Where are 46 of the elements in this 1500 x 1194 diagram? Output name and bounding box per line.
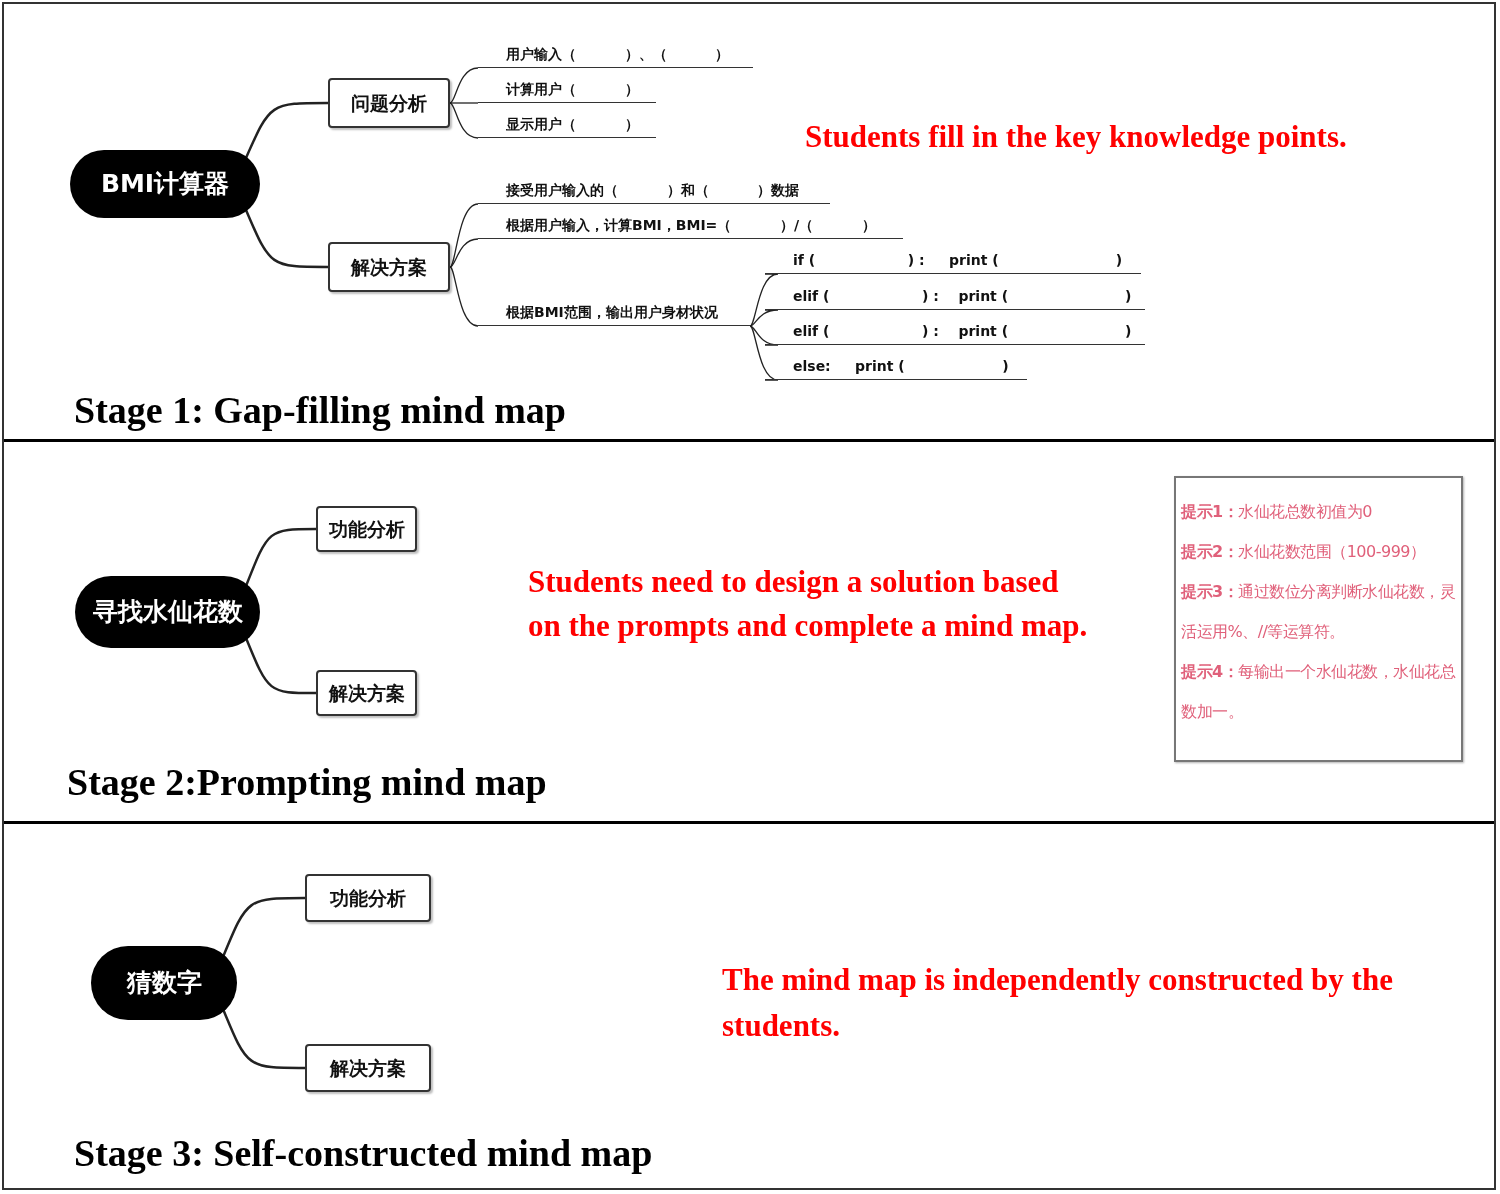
branch-line: [244, 637, 316, 695]
fill-in-prompt: elif ( ) : print ( ): [765, 317, 1145, 345]
branch-line: [449, 102, 479, 104]
branch-line: [749, 273, 779, 327]
central-topic: 猜数字: [91, 946, 237, 1020]
topic-box: 解决方案: [316, 670, 417, 716]
note-text: Students need to design a solution based on the prompts and complete a mind map.: [528, 563, 1088, 645]
stage-title: Stage 1: Gap-filling mind map: [74, 388, 567, 433]
hint-text: 提示1：水仙花总数初值为0: [1181, 501, 1373, 523]
note-text: Students fill in the key knowledge points.: [805, 118, 1348, 156]
branch-line: [244, 527, 316, 587]
branch-line: [749, 325, 779, 381]
branch-line: [221, 896, 305, 958]
hint-text: 提示3：通过数位分离判断水仙花数，灵活运用%、//等运算符。: [1181, 581, 1456, 643]
fill-in-prompt: elif ( ) : print ( ): [765, 282, 1145, 310]
fill-in-prompt: if ( ) : print ( ): [765, 246, 1141, 274]
topic-box: 功能分析: [316, 506, 417, 552]
branch-line: [449, 203, 479, 268]
hint-text: 提示4：每输出一个水仙花数，水仙花总数加一。: [1181, 661, 1456, 723]
stage-title: Stage 3: Self-constructed mind map: [74, 1131, 654, 1176]
branch-line: [244, 209, 328, 269]
central-topic: 寻找水仙花数: [75, 576, 260, 648]
topic-box: 问题分析: [328, 78, 450, 128]
fill-in-prompt: 根据用户输入，计算BMI，BMI=（ ）/（ ）: [478, 211, 903, 239]
topic-box: 解决方案: [328, 242, 450, 292]
branch-line: [449, 238, 479, 268]
topic-box: 解决方案: [305, 1044, 431, 1092]
branch-line: [749, 325, 779, 346]
hint-box: [1174, 476, 1463, 762]
branch-line: [749, 309, 779, 327]
branch-line: [244, 101, 328, 159]
fill-in-prompt: 显示用户（ ）: [478, 110, 656, 138]
branch-line: [449, 67, 479, 104]
branch-line: [449, 102, 479, 139]
topic-box: 功能分析: [305, 874, 431, 922]
note-text: The mind map is independently constructed by the students.: [722, 961, 1394, 1045]
fill-in-prompt: 接受用户输入的（ ）和（ ）数据: [478, 176, 830, 204]
central-topic: BMI计算器: [70, 150, 260, 218]
fill-in-prompt: 用户输入（ ）、（ ）: [478, 40, 753, 68]
fill-in-prompt: 计算用户（ ）: [478, 75, 656, 103]
fill-in-prompt: else: print ( ): [765, 352, 1027, 380]
hint-text: 提示2：水仙花数范围（100-999）: [1181, 541, 1427, 563]
branch-line: [221, 1008, 305, 1070]
branch-line: [449, 266, 479, 327]
stage-title: Stage 2:Prompting mind map: [67, 760, 548, 805]
fill-in-prompt: 根据BMI范围，输出用户身材状况: [478, 298, 750, 326]
